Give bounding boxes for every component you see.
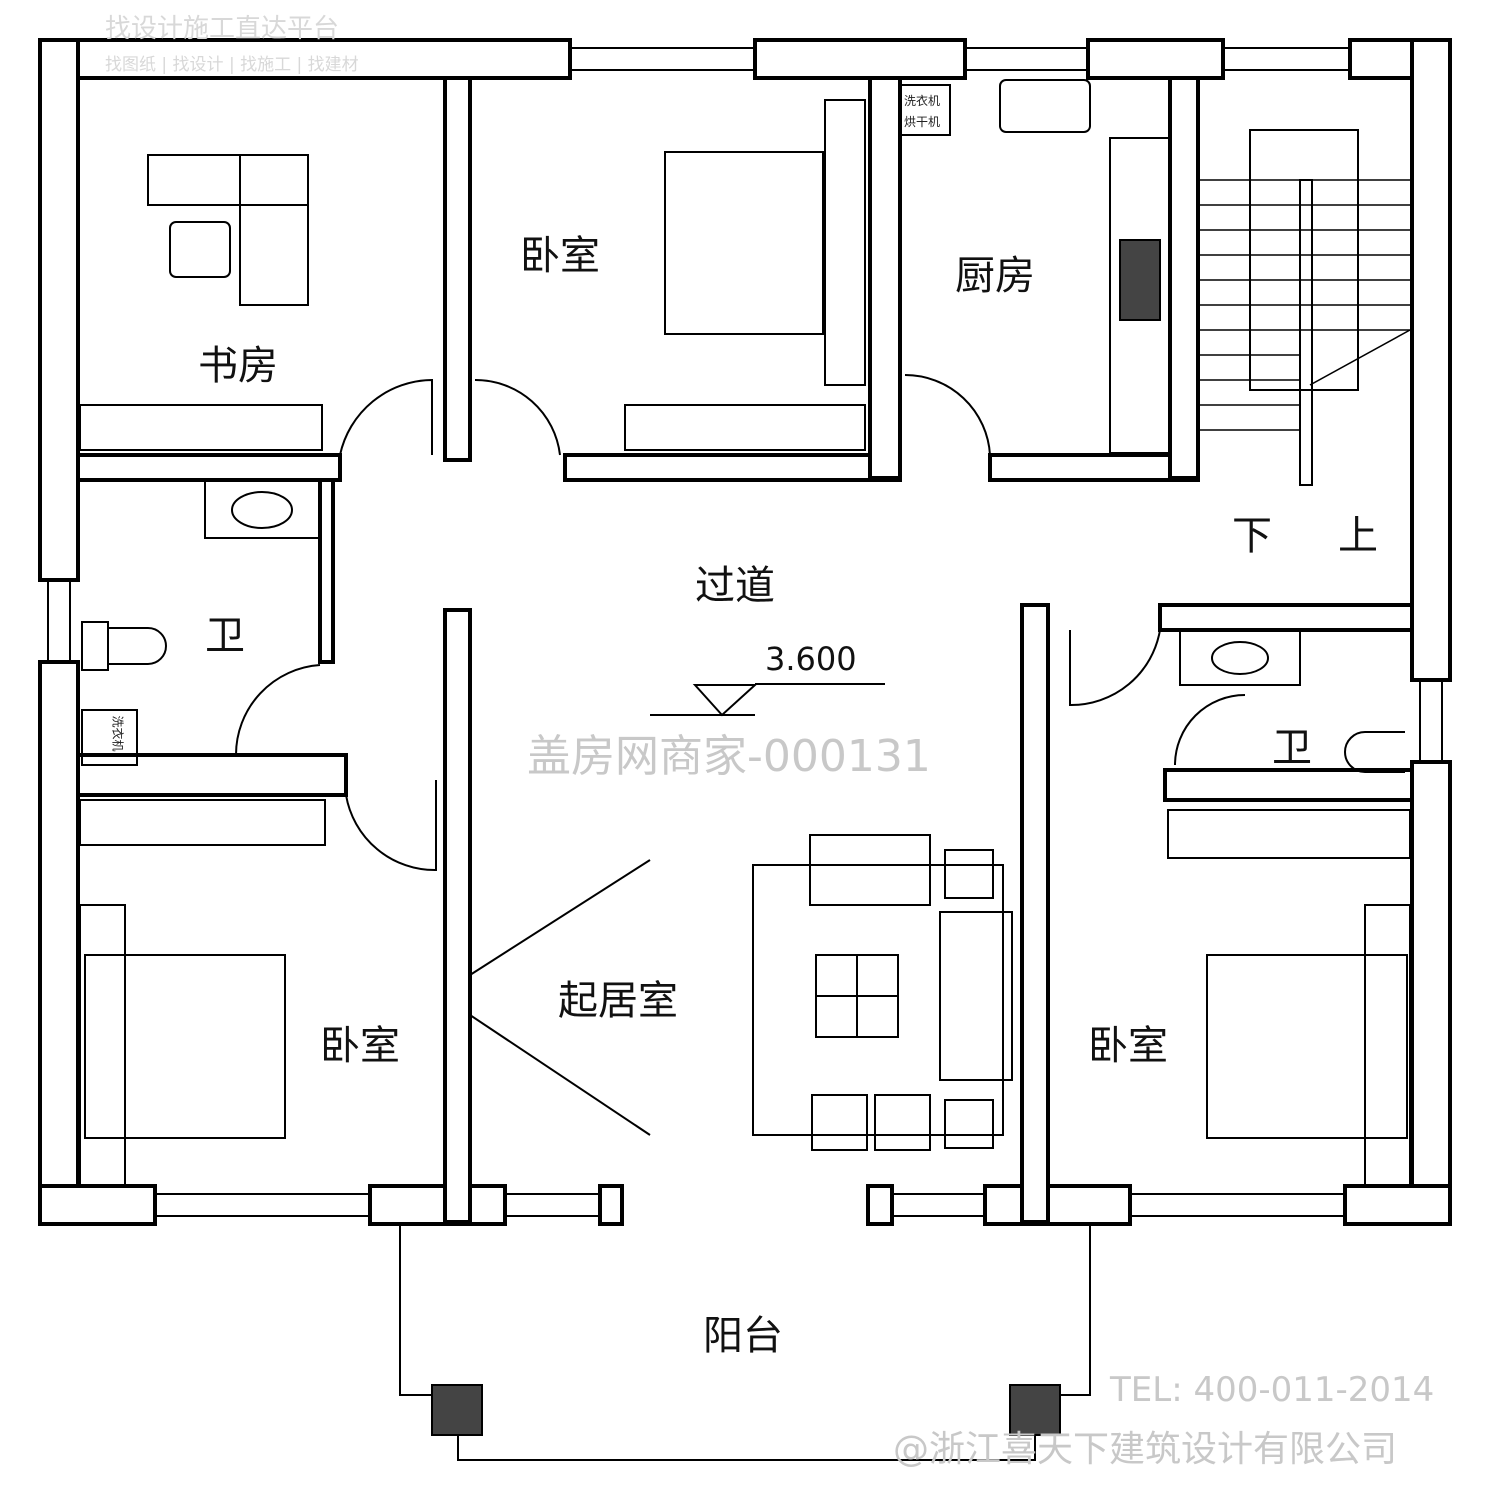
room-living: 起居室 bbox=[558, 978, 678, 1024]
stairs-up: 上 bbox=[1338, 513, 1378, 559]
stairs-down: 下 bbox=[1232, 513, 1272, 559]
walls bbox=[38, 38, 1452, 1226]
room-corridor: 过道 bbox=[695, 563, 775, 609]
washer-small-label: 洗衣机 bbox=[110, 715, 125, 752]
room-bath-right: 卫 bbox=[1272, 725, 1312, 771]
room-bedroom-left: 卧室 bbox=[320, 1023, 400, 1069]
room-study: 书房 bbox=[198, 343, 278, 389]
elevation-label: 3.600 bbox=[765, 640, 857, 678]
room-bedroom-right: 卧室 bbox=[1088, 1023, 1168, 1069]
room-kitchen: 厨房 bbox=[955, 253, 1035, 299]
dryer-label: 烘干机 bbox=[904, 115, 941, 129]
watermark-center: 盖房网商家-000131 bbox=[527, 731, 931, 782]
watermark-links: 找图纸 | 找设计 | 找施工 | 找建材 bbox=[105, 55, 359, 75]
washer-label: 洗衣机 bbox=[904, 94, 941, 108]
room-bedroom-top: 卧室 bbox=[520, 233, 600, 279]
room-bath-left: 卫 bbox=[205, 613, 245, 659]
room-balcony: 阳台 bbox=[703, 1313, 783, 1359]
watermark-title: 找设计施工直达平台 bbox=[105, 14, 340, 44]
stair-treads bbox=[1198, 179, 1411, 431]
furniture bbox=[79, 79, 1411, 1461]
windows bbox=[47, 47, 1443, 1217]
contact-company: @浙江喜天下建筑设计有限公司 bbox=[893, 1429, 1398, 1470]
doors bbox=[234, 373, 1246, 1136]
contact-tel: TEL: 400-011-2014 bbox=[1110, 1370, 1435, 1410]
